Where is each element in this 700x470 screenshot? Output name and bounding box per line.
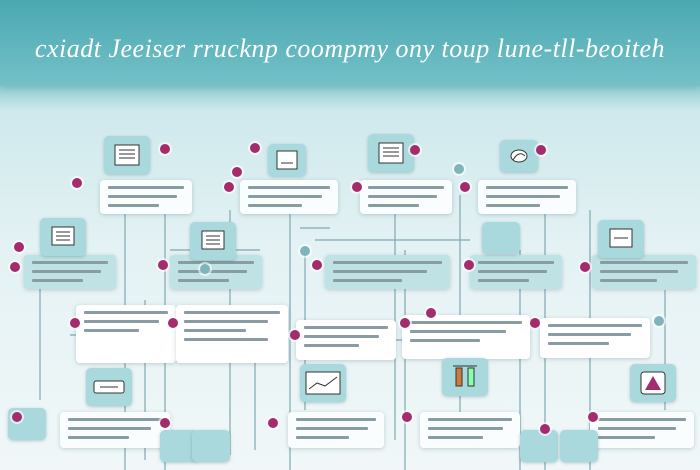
step-card [590,412,694,448]
connector-dot [464,260,474,270]
connector-dot [232,167,242,177]
connector-dot [12,412,22,422]
link-icon [500,140,538,172]
step-card [170,255,262,289]
connector-dot [410,145,420,155]
connector-dot [300,246,310,256]
connector-dot [654,316,664,326]
diagram-title: cxiadt Jeeiser rrucknp coompmy ony toup … [34,34,666,63]
step-card [592,255,696,289]
connector-dot [290,330,300,340]
connector-dot [158,260,168,270]
header-banner: cxiadt Jeeiser rrucknp coompmy ony toup … [0,0,700,86]
connector-dot [72,178,82,188]
document-icon [368,134,414,172]
connector-dot [580,262,590,272]
connector-dot [454,164,464,174]
connector-dot [426,308,436,318]
node-icon [520,430,558,462]
connector-dot [160,418,170,428]
step-card [325,255,450,289]
node-icon [192,430,230,462]
step-card [470,255,562,289]
connector-dot [400,318,410,328]
step-card [540,318,650,358]
step-card [420,412,520,448]
step-card [478,180,576,214]
document-icon [190,222,236,260]
step-card [60,412,170,448]
document-icon [268,144,306,176]
document-icon [598,220,644,258]
document-icon [104,136,150,174]
connector-dot [224,182,234,192]
connector-dot [268,418,278,428]
connector-dot [536,145,546,155]
connector-dot [200,264,210,274]
connector-dot [250,143,260,153]
bottle-icon [442,358,488,396]
connector-dot [160,144,170,154]
step-card [288,412,384,448]
connector-dot [540,424,550,434]
connector-dot [168,318,178,328]
connector-dot [352,182,362,192]
step-card [240,180,338,214]
connector-dot [402,412,412,422]
step-card [176,305,288,363]
chart-icon [300,364,346,402]
document-icon [482,222,520,254]
node-icon [560,430,598,462]
connector-dot [312,260,322,270]
connector-dot [10,262,20,272]
connector-dot [588,412,598,422]
connector-dot [530,318,540,328]
node-icon [160,430,198,462]
warning-icon [630,364,676,402]
document-icon [40,218,86,256]
connector-dot [14,242,24,252]
connector-dot [70,318,80,328]
step-card [24,255,116,289]
step-card [402,315,530,359]
step-card [100,180,192,214]
connector-dot [460,182,470,192]
machine-icon [86,368,132,406]
step-card [76,305,176,363]
step-card [296,320,396,360]
step-card [360,180,452,214]
